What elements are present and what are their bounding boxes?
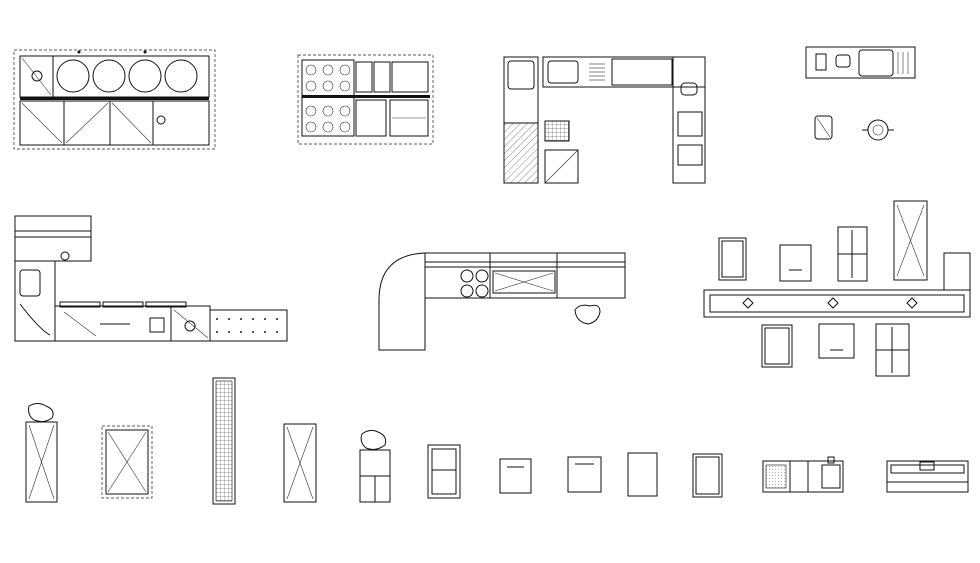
cart-with-bin-2 — [359, 429, 391, 503]
small-cabinet-row — [499, 452, 723, 498]
range-line-with-burners — [297, 54, 434, 145]
sink-counter-bottom — [762, 456, 844, 493]
equipment-counter-bottom — [886, 460, 969, 493]
utility-cart-small — [814, 115, 833, 140]
l-shaped-prep-line — [14, 215, 288, 342]
crossed-table — [283, 423, 317, 503]
sink-counter-small — [805, 46, 916, 79]
kettle-pot-small — [862, 119, 894, 141]
floor-grating-strip — [212, 377, 236, 505]
curved-service-counter — [378, 252, 626, 351]
storage-unit — [427, 444, 461, 499]
cooking-line-with-round-kettles — [13, 49, 216, 150]
cart-with-bin — [25, 403, 58, 503]
counter-with-equipment-row — [703, 200, 971, 377]
crossed-table-dashed — [101, 425, 153, 499]
u-shaped-kitchen — [503, 56, 706, 184]
